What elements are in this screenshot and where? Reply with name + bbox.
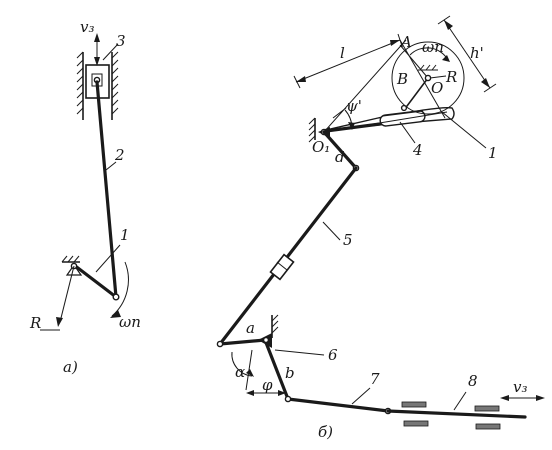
crank-circle <box>391 41 465 115</box>
label-dim-b: b <box>285 364 295 382</box>
radius-label: R <box>29 314 41 332</box>
link-5 <box>218 166 358 346</box>
caption-b: б) <box>318 423 333 441</box>
rod-8 <box>386 409 527 419</box>
connecting-rod-2 <box>95 80 118 299</box>
pivot-6-ground <box>258 314 279 348</box>
velocity-arrow-b <box>500 395 545 401</box>
pivot-o-ground <box>418 64 438 71</box>
velocity-label: v₃ <box>80 18 95 36</box>
link-7 <box>286 397 390 413</box>
caption-a: а) <box>63 358 78 376</box>
slider-guide <box>76 51 119 120</box>
figure-a: v₃ 3 2 1 ωп R а) <box>29 18 141 376</box>
crank-1 <box>72 263 118 299</box>
omega-label: ωп <box>119 313 141 331</box>
label-part-5: 5 <box>343 231 353 249</box>
dim-h <box>437 15 497 93</box>
label-angle-phi: φ <box>262 376 273 394</box>
label-angle-alpha: α <box>235 363 245 381</box>
label-point-o: O <box>431 79 443 97</box>
rotation-arc <box>111 261 129 317</box>
label-point-b: B <box>396 70 408 88</box>
bellcrank-arm-b <box>263 338 290 401</box>
label-part-2: 2 <box>114 146 125 164</box>
label-part-1: 1 <box>120 226 130 244</box>
velocity-arrow <box>94 33 100 66</box>
velocity-label-b: v₃ <box>513 378 528 396</box>
label-radius-b: R <box>445 68 457 86</box>
label-part-3: 3 <box>116 32 126 50</box>
label-pivot-o1: O₁ <box>312 138 330 156</box>
label-part-1-b: 1 <box>488 144 498 162</box>
link-d <box>322 130 358 170</box>
label-omega-b: ωп <box>422 38 444 56</box>
fixed-pivot <box>61 255 83 276</box>
rod-guides <box>401 401 501 430</box>
label-dim-a: a <box>246 319 255 337</box>
label-angle-psi: ψ' <box>346 97 362 115</box>
label-part-6: 6 <box>328 346 338 364</box>
figure-b: l h' ψ' A ωп B O R O₁ d 4 1 <box>216 15 545 441</box>
turnbuckle <box>269 253 295 281</box>
bellcrank-arm-a <box>218 338 267 346</box>
label-dim-d: d <box>335 148 345 166</box>
label-part-4: 4 <box>412 141 423 159</box>
label-height: h' <box>470 44 484 62</box>
label-length: l <box>340 44 345 62</box>
label-point-a: A <box>399 33 412 51</box>
label-part-7: 7 <box>370 370 380 388</box>
label-part-8: 8 <box>468 372 478 390</box>
dim-l <box>293 33 403 89</box>
